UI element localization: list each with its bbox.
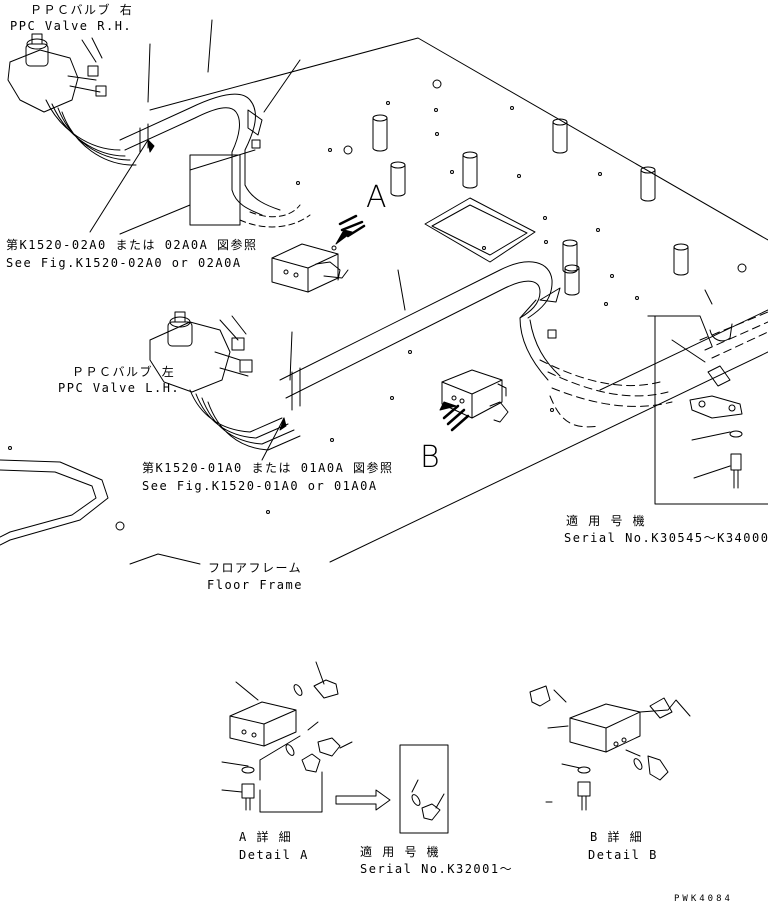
drawing-number: PWK4084 bbox=[674, 894, 733, 904]
floor-frame-jp-label: フロアフレーム bbox=[208, 561, 303, 575]
detail-a-jp-label: A 詳 細 bbox=[239, 830, 293, 844]
reference-a-en-label: See Fig.K1520-02A0 or 02A0A bbox=[6, 256, 242, 270]
mounting-posts bbox=[373, 115, 688, 295]
ppc-valve-lh-jp-label: ＰＰＣバルブ 左 bbox=[72, 365, 176, 379]
floor-frame-en-label: Floor Frame bbox=[207, 578, 303, 592]
serial-range-en-label: Serial No.K30545〜K34000 bbox=[564, 531, 768, 545]
floor-frame-leader bbox=[130, 554, 200, 564]
view-arrow-a bbox=[336, 216, 364, 244]
floor-frame-plate bbox=[0, 38, 768, 562]
hose-bundle-rh bbox=[120, 20, 310, 227]
serial-range-jp-label: 適 用 号 機 bbox=[566, 514, 647, 528]
detail-a-parts bbox=[222, 662, 352, 812]
detail-b-parts bbox=[530, 686, 690, 810]
view-b-letter: B bbox=[420, 440, 440, 475]
floor-holes bbox=[9, 80, 747, 530]
view-a-letter: A bbox=[366, 180, 387, 215]
reference-b-en-label: See Fig.K1520-01A0 or 01A0A bbox=[142, 479, 378, 493]
view-arrow-b bbox=[440, 402, 468, 430]
ppc-valve-rh bbox=[8, 34, 240, 225]
reference-a-jp-label: 第K1520-02A0 または 02A0A 図参照 bbox=[6, 238, 258, 252]
ppc-valve-rh-en-label: PPC Valve R.H. bbox=[10, 19, 133, 33]
reference-b-jp-label: 第K1520-01A0 または 01A0A 図参照 bbox=[142, 461, 394, 475]
serial-from-en-label: Serial No.K32001〜 bbox=[360, 862, 514, 876]
detail-b-en-label: Detail B bbox=[588, 848, 658, 862]
valve-block-b bbox=[442, 370, 508, 422]
reference-leaders bbox=[90, 140, 286, 460]
serial-from-jp-label: 適 用 号 機 bbox=[360, 845, 441, 859]
detail-a-transfer-arrow bbox=[336, 790, 390, 810]
valve-block-a bbox=[272, 244, 348, 292]
ppc-valve-lh bbox=[150, 312, 300, 450]
serial-k32001-box bbox=[400, 745, 448, 833]
hose-bundle-lh bbox=[280, 262, 768, 427]
serial-clamp-group bbox=[648, 290, 768, 504]
ppc-valve-rh-jp-label: ＰＰＣバルブ 右 bbox=[30, 3, 134, 17]
ppc-valve-lh-en-label: PPC Valve L.H. bbox=[58, 381, 181, 395]
detail-a-en-label: Detail A bbox=[239, 848, 309, 862]
detail-b-jp-label: B 詳 細 bbox=[590, 830, 644, 844]
